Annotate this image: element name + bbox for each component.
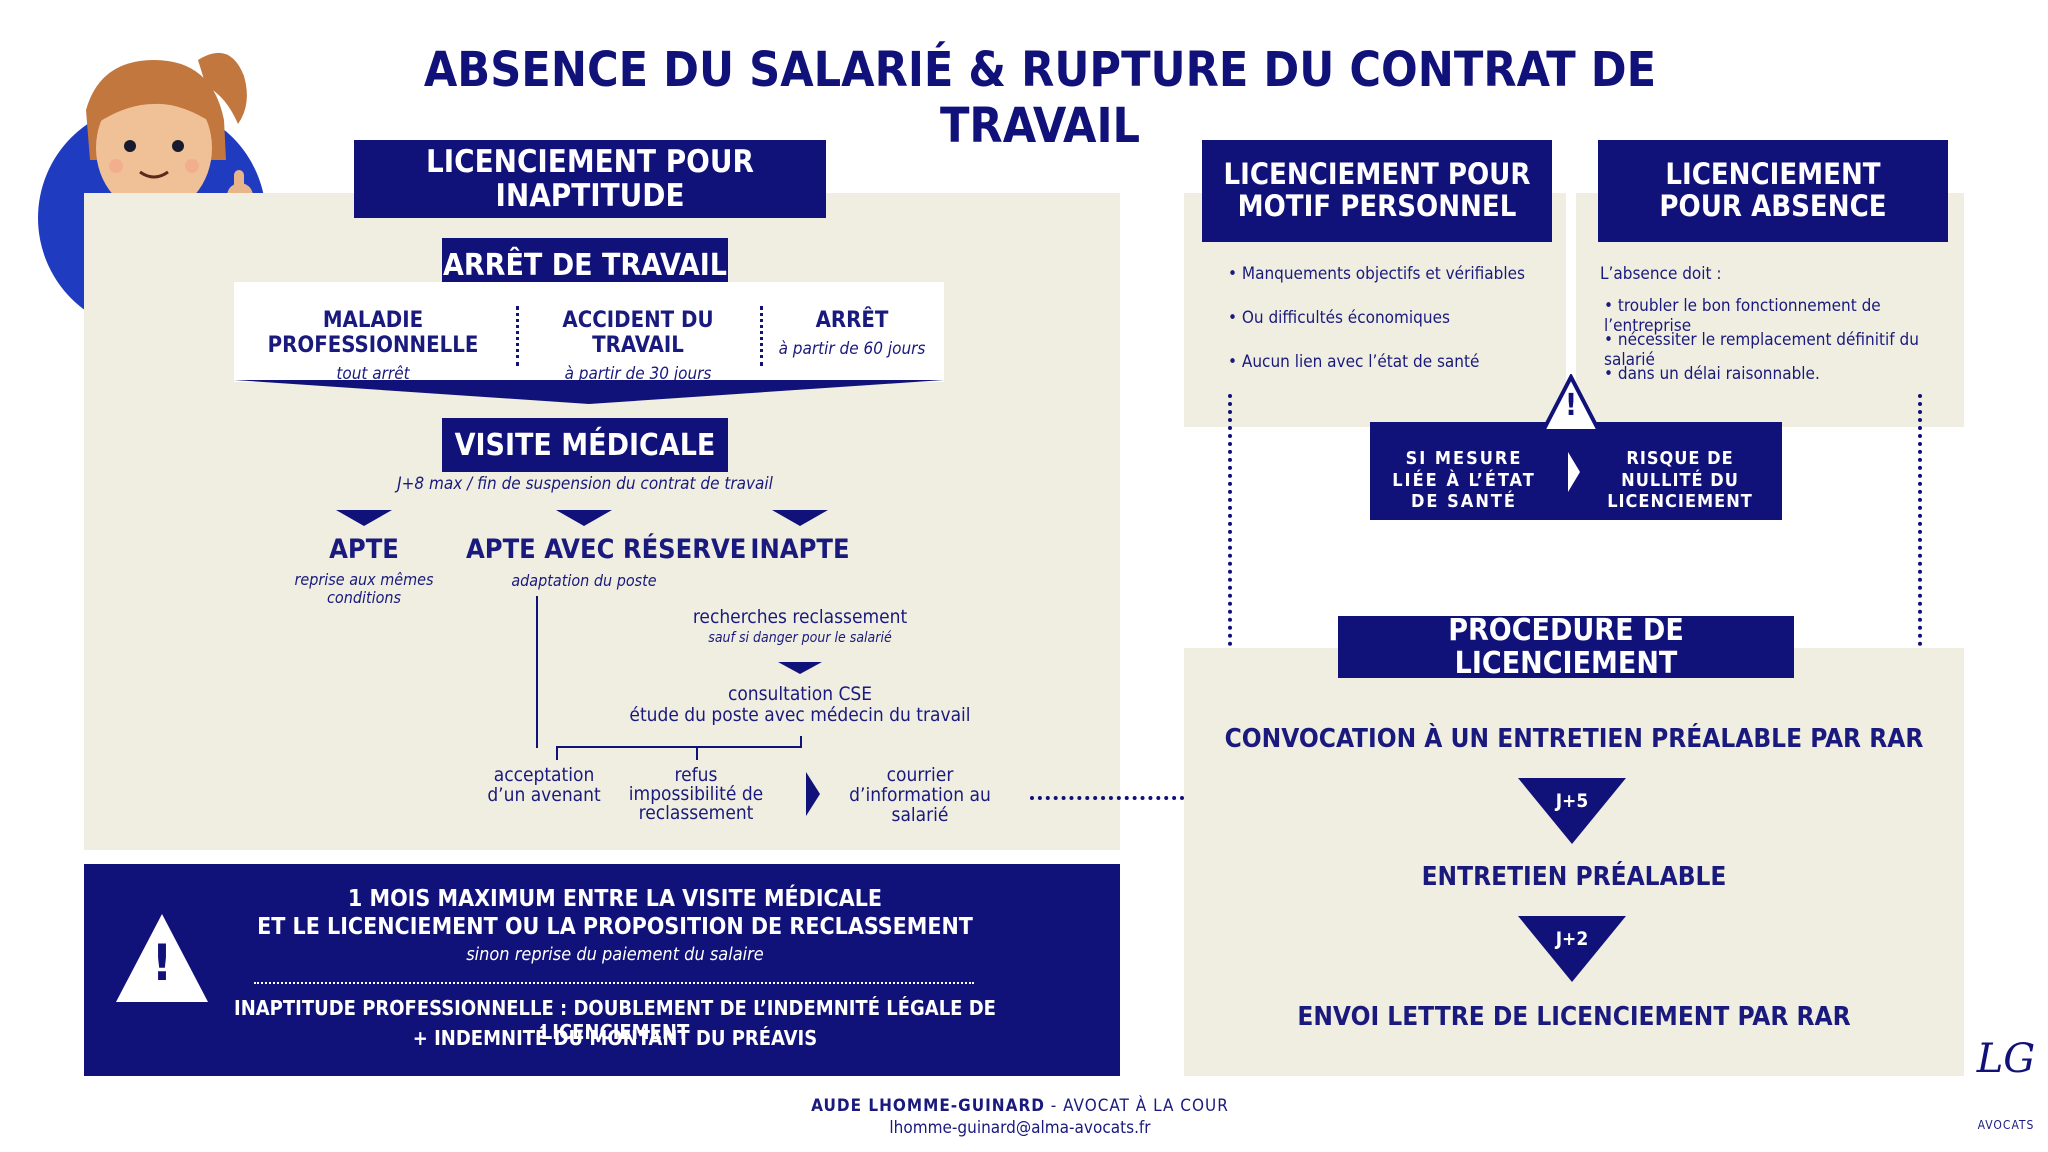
absence-list: • troubler le bon fonctionnement de l’en… (1604, 296, 1964, 384)
panel-separator (1566, 193, 1576, 427)
warning-box (84, 864, 1120, 1076)
absence-item: • dans un délai raisonnable. (1604, 364, 1820, 384)
visite-sub: J+8 max / fin de suspension du contrat d… (397, 474, 773, 494)
recherches-label: recherches reclassement (692, 606, 908, 628)
warning-divider (254, 982, 974, 984)
footer-author: AUDE LHOMME-GUINARD - AVOCAT À LA COUR (700, 1096, 1340, 1116)
recherches-sub: sauf si danger pour le salarié (708, 630, 892, 646)
cause-1: MALADIE PROFESSIONNELLE tout arrêt (240, 308, 506, 384)
cause-sub: tout arrêt (336, 364, 410, 384)
delay-label: J+2 (1555, 928, 1589, 950)
chevron-right-icon (806, 772, 820, 816)
absence-item: • troubler le bon fonctionnement de l’en… (1604, 296, 1881, 336)
outcome-sub: adaptation du poste (511, 571, 657, 590)
consultation-cse: consultation CSE étude du poste avec méd… (610, 684, 990, 726)
warning-mark: ! (151, 934, 173, 992)
firm-logo: LG AVOCATS (1976, 1036, 2036, 1136)
delay-label: J+5 (1555, 790, 1589, 812)
dotted-connector (1030, 796, 1200, 800)
delay-arrow: J+5 (1518, 778, 1626, 844)
absence-header: LICENCIEMENT POUR ABSENCE (1598, 140, 1948, 242)
warning-line2: ET LE LICENCIEMENT OU LA PROPOSITION DE … (257, 914, 973, 940)
outcome-label: APTE (329, 534, 399, 565)
outcome-label: INAPTE (750, 534, 850, 565)
warning-icon: ! (112, 910, 212, 1006)
dotted-connector (1918, 394, 1922, 670)
personnel-item: • Manquements objectifs et vérifiables (1228, 264, 1525, 284)
cause-divider (516, 306, 519, 366)
connector-line (556, 746, 802, 748)
connector-line (536, 596, 538, 748)
causes-box (234, 282, 944, 382)
cause-label: MALADIE PROFESSIONNELLE (267, 308, 479, 358)
courrier-information: courrier d’information au salarié (849, 764, 991, 826)
connector-line (696, 746, 698, 760)
arrow-down-icon (556, 510, 612, 526)
nullite-text: RISQUE DE NULLITÉ DU LICENCIEMENT (1607, 448, 1753, 513)
inaptitude-header: LICENCIEMENT POUR INAPTITUDE (354, 140, 826, 218)
arrow-down-icon (772, 510, 828, 526)
warning-line4: + INDEMNITÉ DU MONTANT DU PRÉAVIS (412, 1026, 818, 1050)
cause-sub: à partir de 30 jours (564, 364, 712, 384)
page-title: ABSENCE DU SALARIÉ & RUPTURE DU CONTRAT … (423, 42, 1657, 154)
cause-label: ARRÊT (815, 308, 889, 333)
procedure-header: PROCÉDURE DE LICENCIEMENT (1338, 614, 1794, 680)
cause-3: ARRÊT à partir de 60 jours (770, 308, 934, 359)
connector-line (800, 736, 802, 748)
warning-line3: INAPTITUDE PROFESSIONNELLE : DOUBLEMENT … (234, 996, 996, 1044)
outcome-apte: APTE reprise aux mêmes conditions (284, 534, 444, 608)
outcome-label: APTE AVEC RÉSERVE (466, 534, 747, 565)
procedure-panel (1184, 648, 1964, 1076)
outcome-sub: reprise aux mêmes conditions (294, 570, 434, 608)
refus-reclassement: refus impossibilité de reclassement (628, 764, 764, 824)
funnel-arrow (234, 380, 944, 408)
author-role: - AVOCAT À LA COUR (1044, 1096, 1229, 1116)
warning-sub: sinon reprise du paiement du salaire (466, 944, 764, 965)
arrow-down-icon (336, 510, 392, 526)
personnel-item: • Aucun lien avec l’état de santé (1228, 352, 1480, 372)
dotted-connector (1228, 394, 1232, 670)
absence-intro: L’absence doit : (1600, 264, 1722, 284)
cause-sub: à partir de 60 jours (778, 339, 926, 359)
outcome-inapte: INAPTE (730, 534, 870, 565)
personnel-header: LICENCIEMENT POUR MOTIF PERSONNEL (1202, 140, 1552, 242)
procedure-step-3: ENVOI LETTRE DE LICENCIEMENT PAR RAR (1297, 1002, 1851, 1032)
consultation-sub: étude du poste avec médecin du travail (629, 703, 971, 726)
procedure-step-2: ENTRETIEN PRÉALABLE (1421, 862, 1727, 892)
delay-arrow: J+2 (1518, 916, 1626, 982)
cause-divider (760, 306, 763, 366)
mesure-text: SI MESURE LIÉE À L’ÉTAT DE SANTÉ (1392, 448, 1536, 513)
absence-item: • nécessiter le remplacement définitif d… (1604, 330, 1919, 370)
personnel-list: • Manquements objectifs et vérifiables •… (1228, 264, 1558, 372)
footer-email: lhomme-guinard@alma-avocats.fr (889, 1118, 1151, 1138)
recherches-reclassement: recherches reclassement sauf si danger p… (650, 606, 950, 646)
cause-2: ACCIDENT DU TRAVAIL à partir de 30 jours (526, 308, 750, 384)
logo-text: AVOCATS (1977, 1118, 2035, 1132)
warning-icon: ! (1539, 372, 1603, 434)
personnel-item: • Ou difficultés économiques (1228, 308, 1450, 328)
author-name: AUDE LHOMME-GUINARD (811, 1096, 1045, 1116)
outcome-apte-reserve: APTE AVEC RÉSERVE adaptation du poste (466, 534, 747, 590)
warning-mark: ! (1564, 388, 1578, 423)
chevron-right-icon (1568, 452, 1580, 492)
acceptation-avenant: acceptation d’un avenant (487, 764, 601, 806)
cause-label: ACCIDENT DU TRAVAIL (562, 308, 714, 358)
visite-header: VISITE MÉDICALE (442, 418, 728, 472)
procedure-step-1: CONVOCATION À UN ENTRETIEN PRÉALABLE PAR… (1224, 724, 1924, 754)
warning-line1: 1 MOIS MAXIMUM ENTRE LA VISITE MÉDICALE (347, 886, 883, 912)
connector-line (556, 746, 558, 760)
logo-mark: LG (1976, 1036, 2036, 1082)
arrow-down-icon (778, 662, 822, 674)
consultation-label: consultation CSE (727, 683, 873, 705)
